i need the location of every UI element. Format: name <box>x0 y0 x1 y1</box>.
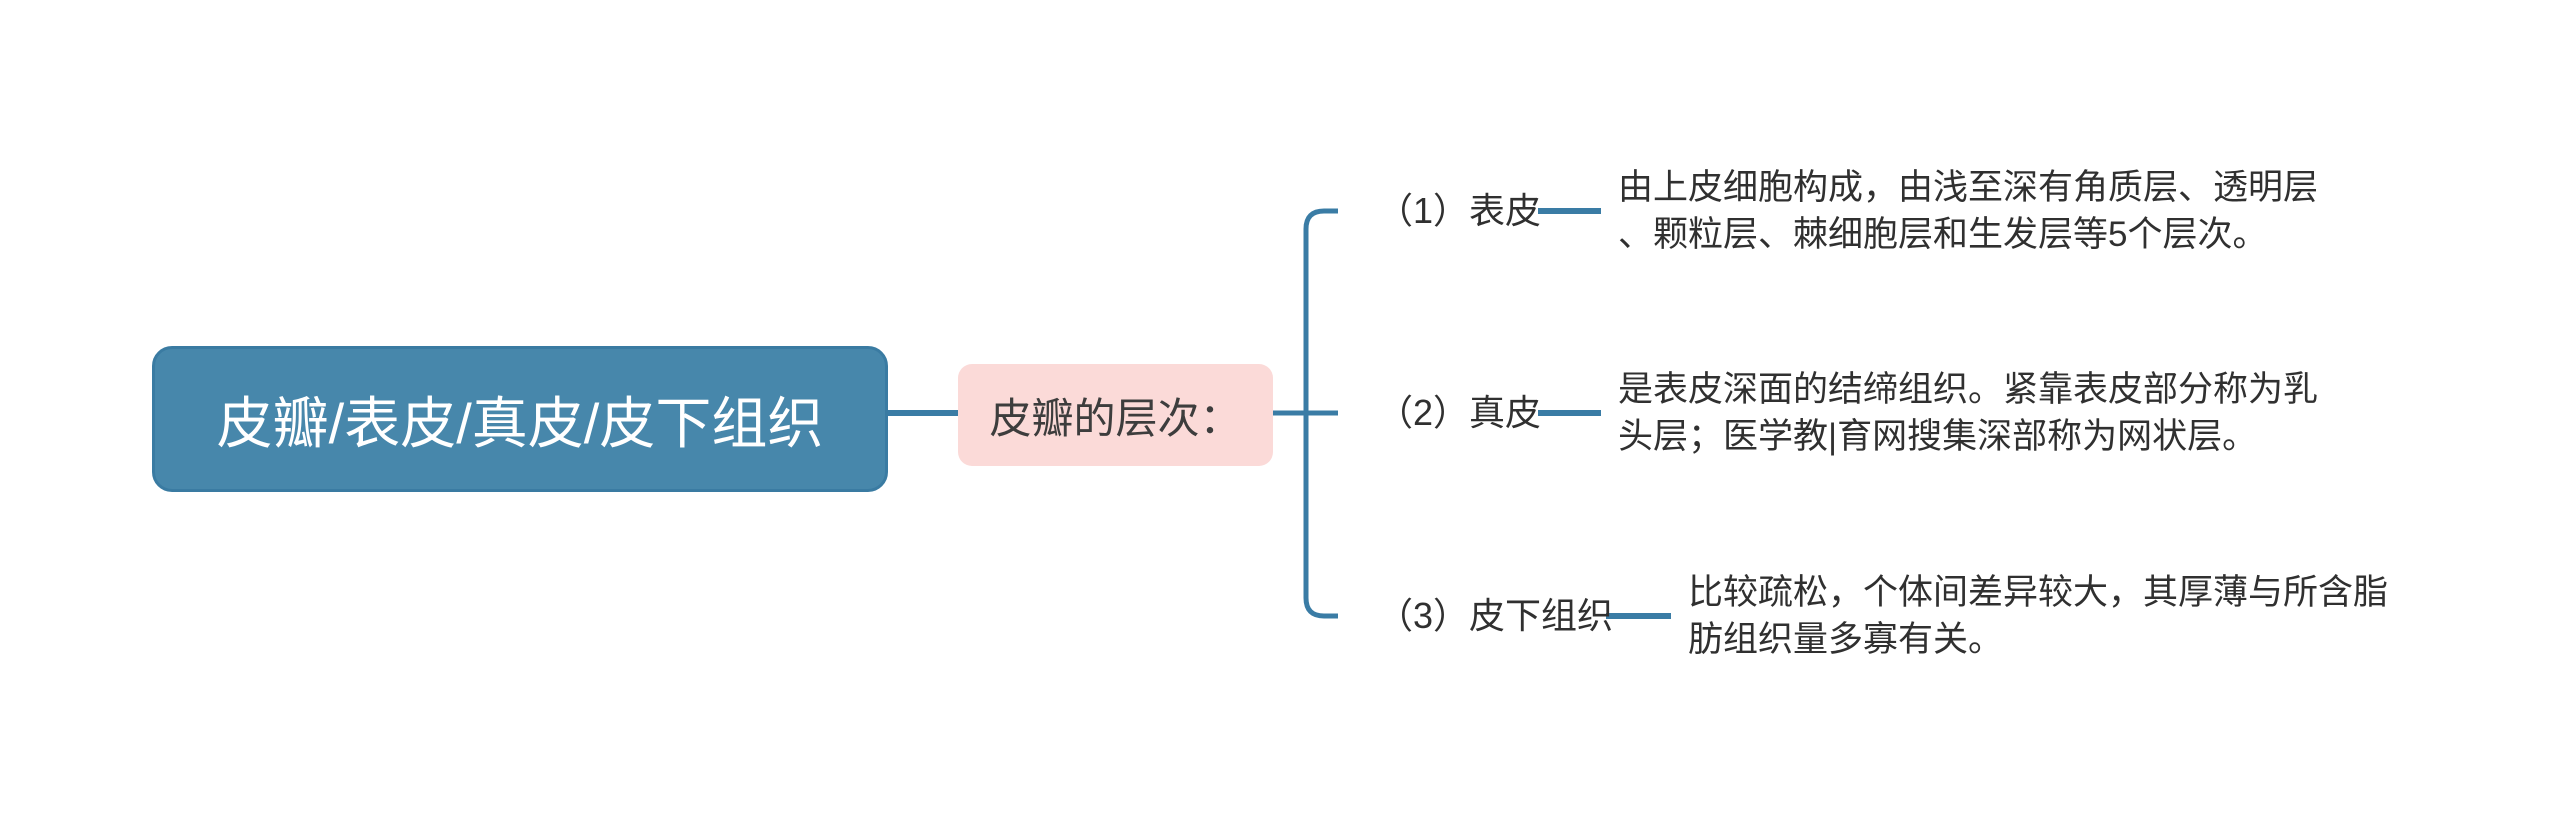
branch-trunk <box>1303 208 1338 619</box>
branch-2-description[interactable]: 是表皮深面的结缔组织。紧靠表皮部分称为乳 头层；医学教|育网搜集深部称为网状层。 <box>1618 370 2319 456</box>
branch-1-label[interactable]: （1）表皮 <box>1377 190 1542 231</box>
root-topic-node[interactable]: 皮瓣/表皮/真皮/皮下组织 <box>152 346 888 492</box>
branch-3-description[interactable]: 比较疏松，个体间差异较大，其厚薄与所含脂 肪组织量多寡有关。 <box>1688 573 2389 659</box>
parent-topic-node[interactable]: 皮瓣的层次： <box>958 364 1273 466</box>
branch-2-label[interactable]: （2）真皮 <box>1377 392 1542 433</box>
branch-1-description[interactable]: 由上皮细胞构成，由浅至深有角质层、透明层 、颗粒层、棘细胞层和生发层等5个层次。 <box>1618 168 2319 254</box>
branch-3-label[interactable]: （3）皮下组织 <box>1377 595 1614 636</box>
